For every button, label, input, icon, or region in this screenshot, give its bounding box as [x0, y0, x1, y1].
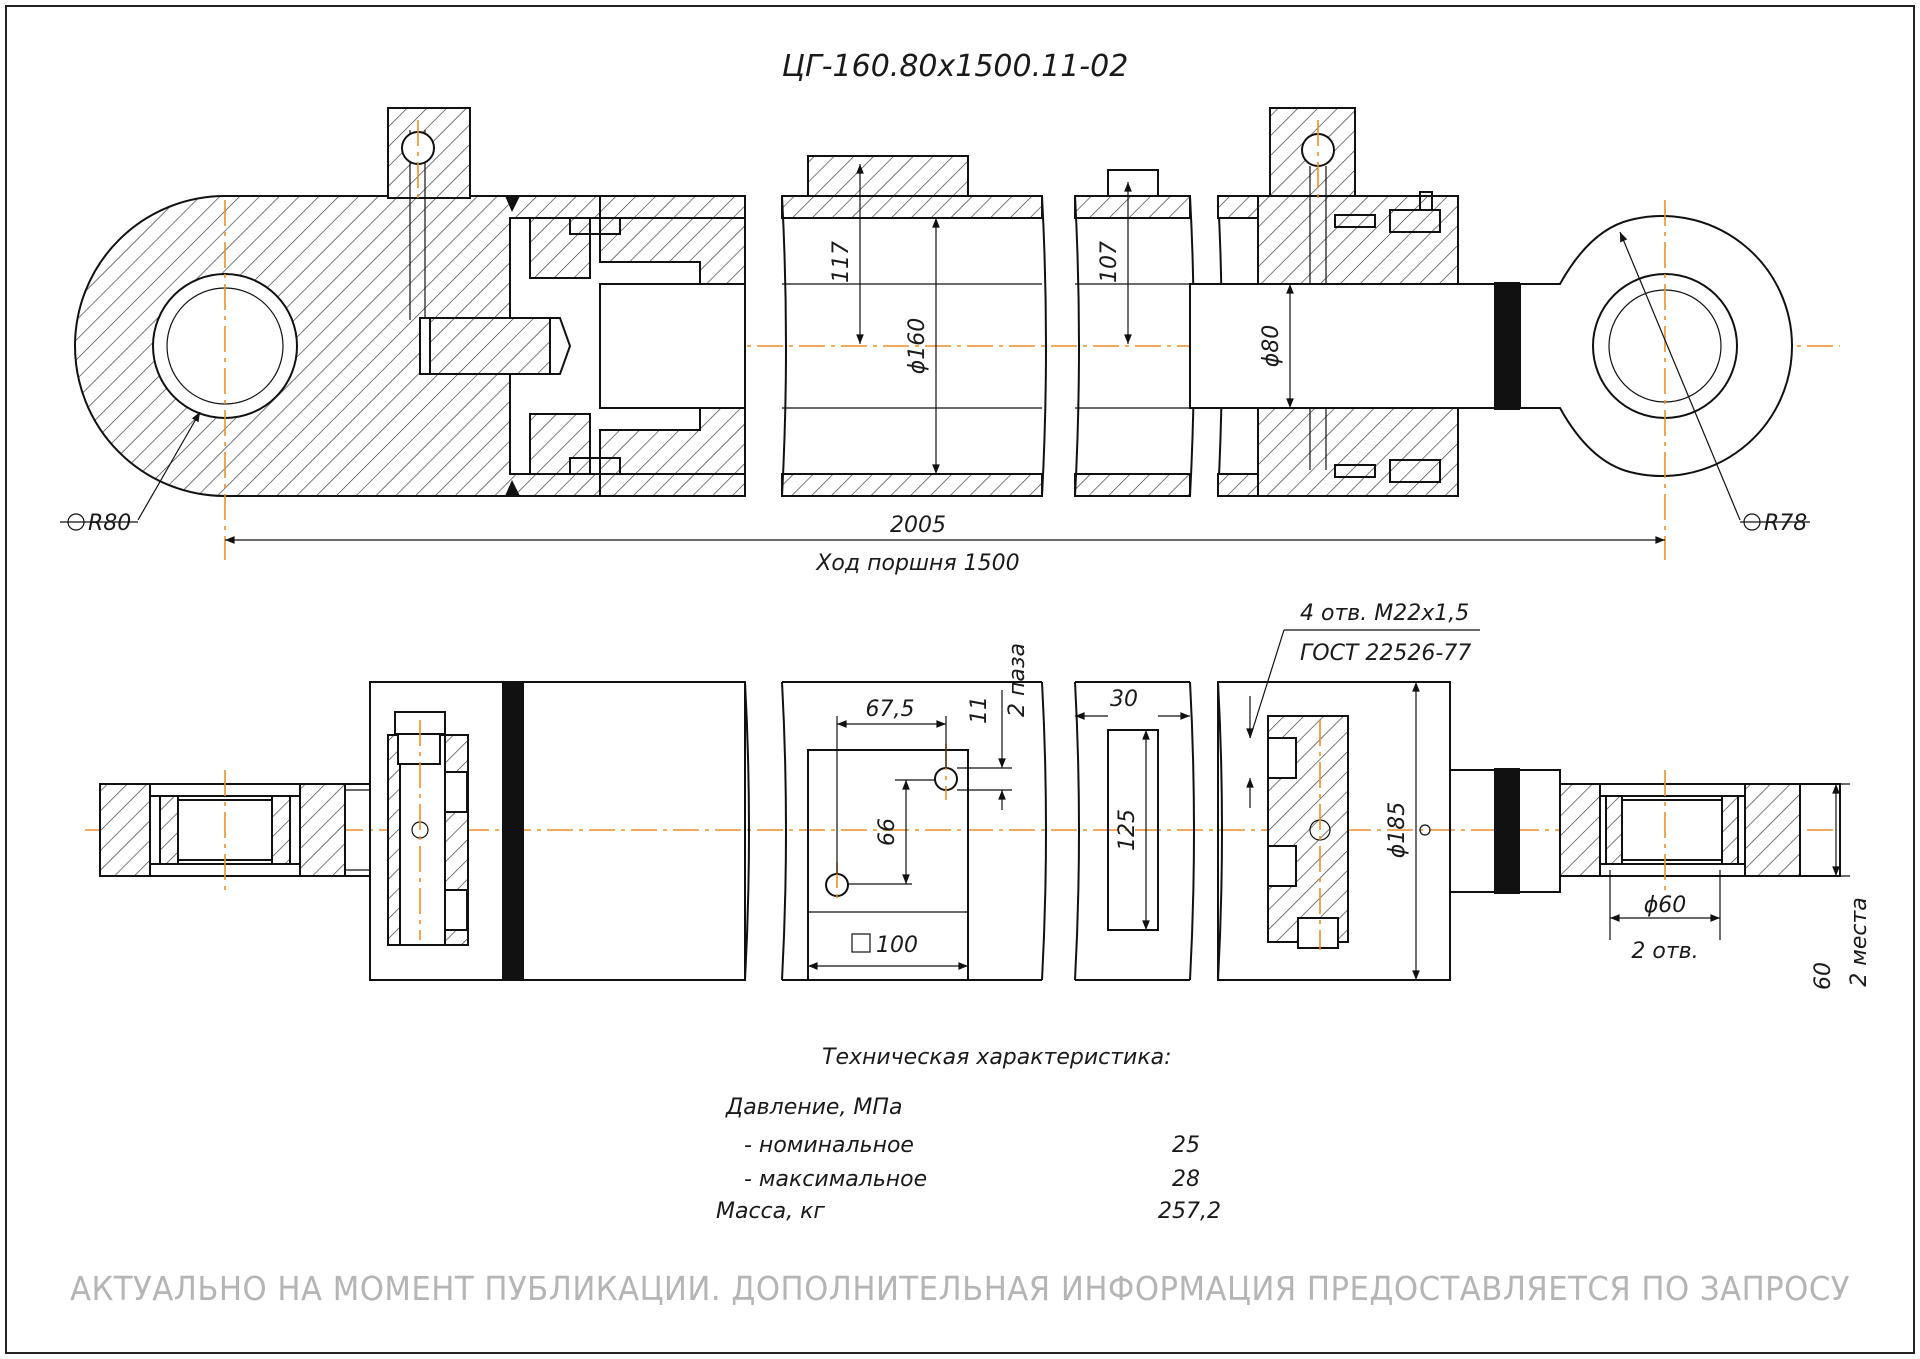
- drawing-title: ЦГ-160.80х1500.11-02: [782, 49, 1129, 84]
- dia-80-label: ϕ80: [1259, 325, 1284, 368]
- dia-160-label: ϕ160: [905, 318, 930, 375]
- technical-specs: Техническая характеристика: Давление, МП…: [716, 1045, 1221, 1224]
- top-view-section: 117 ϕ160 107 ϕ80 R80 R78 2005 Ход поршня…: [60, 107, 1840, 576]
- barrel-segment-3: [1074, 169, 1195, 497]
- head-weld-band: [502, 682, 524, 980]
- max-pressure-value: 28: [1172, 1167, 1200, 1192]
- holes-2-label: 2 отв.: [1631, 939, 1698, 964]
- ports-note-line-2: ГОСТ 22526-77: [1300, 641, 1471, 666]
- nominal-pressure-label: - номинальное: [744, 1133, 914, 1158]
- max-pressure-label: - максимальное: [744, 1167, 927, 1192]
- sheet-frame: [5, 5, 1915, 1354]
- dim-67-5-label: 67,5: [866, 697, 915, 722]
- ports-note-line-1: 4 отв. М22х1,5: [1300, 601, 1469, 626]
- piston-rod: [1189, 283, 1501, 409]
- length-2005-label: 2005: [890, 513, 946, 538]
- specs-heading: Техническая характеристика:: [822, 1045, 1172, 1070]
- radius-r78-label: R78: [1764, 511, 1807, 536]
- rear-clevis-lug: [99, 783, 151, 877]
- barrel-segment-2: [781, 155, 1047, 497]
- radius-r80-label: R80: [88, 511, 131, 536]
- dim-66-label: 66: [875, 818, 900, 846]
- dim-107-label: 107: [1097, 241, 1122, 283]
- grooves-label: 2 паза: [1005, 643, 1030, 717]
- gland-section: [1217, 107, 1459, 497]
- dim-125-label: 125: [1115, 809, 1140, 851]
- stroke-label: Ход поршня 1500: [815, 551, 1019, 576]
- pressure-label: Давление, МПа: [725, 1095, 902, 1120]
- piston-rod-inner: [599, 283, 746, 409]
- square-100-label: 100: [876, 933, 918, 958]
- dim-60-label: 60: [1811, 962, 1836, 990]
- mounting-plate: [807, 749, 969, 981]
- nominal-pressure-value: 25: [1172, 1133, 1200, 1158]
- dim-30-label: 30: [1110, 687, 1138, 712]
- dim-11-label: 11: [967, 696, 992, 724]
- dim-117-label: 117: [829, 241, 854, 283]
- slot-plate: [1107, 729, 1159, 931]
- bottom-view-plan: 67,5 11 2 паза 66 100 30 125: [85, 601, 1872, 990]
- rod-wiper-band: [1494, 282, 1520, 410]
- footer-note: АКТУАЛЬНО НА МОМЕНТ ПУБЛИКАЦИИ. ДОПОЛНИТ…: [70, 1269, 1850, 1308]
- mass-value: 257,2: [1158, 1199, 1221, 1224]
- dia-60-label: ϕ60: [1644, 893, 1687, 918]
- dia-185-label: ϕ185: [1385, 802, 1410, 859]
- rod-band-plan: [1494, 768, 1520, 894]
- places-2-label: 2 места: [1847, 897, 1872, 987]
- mass-label: Масса, кг: [716, 1199, 825, 1224]
